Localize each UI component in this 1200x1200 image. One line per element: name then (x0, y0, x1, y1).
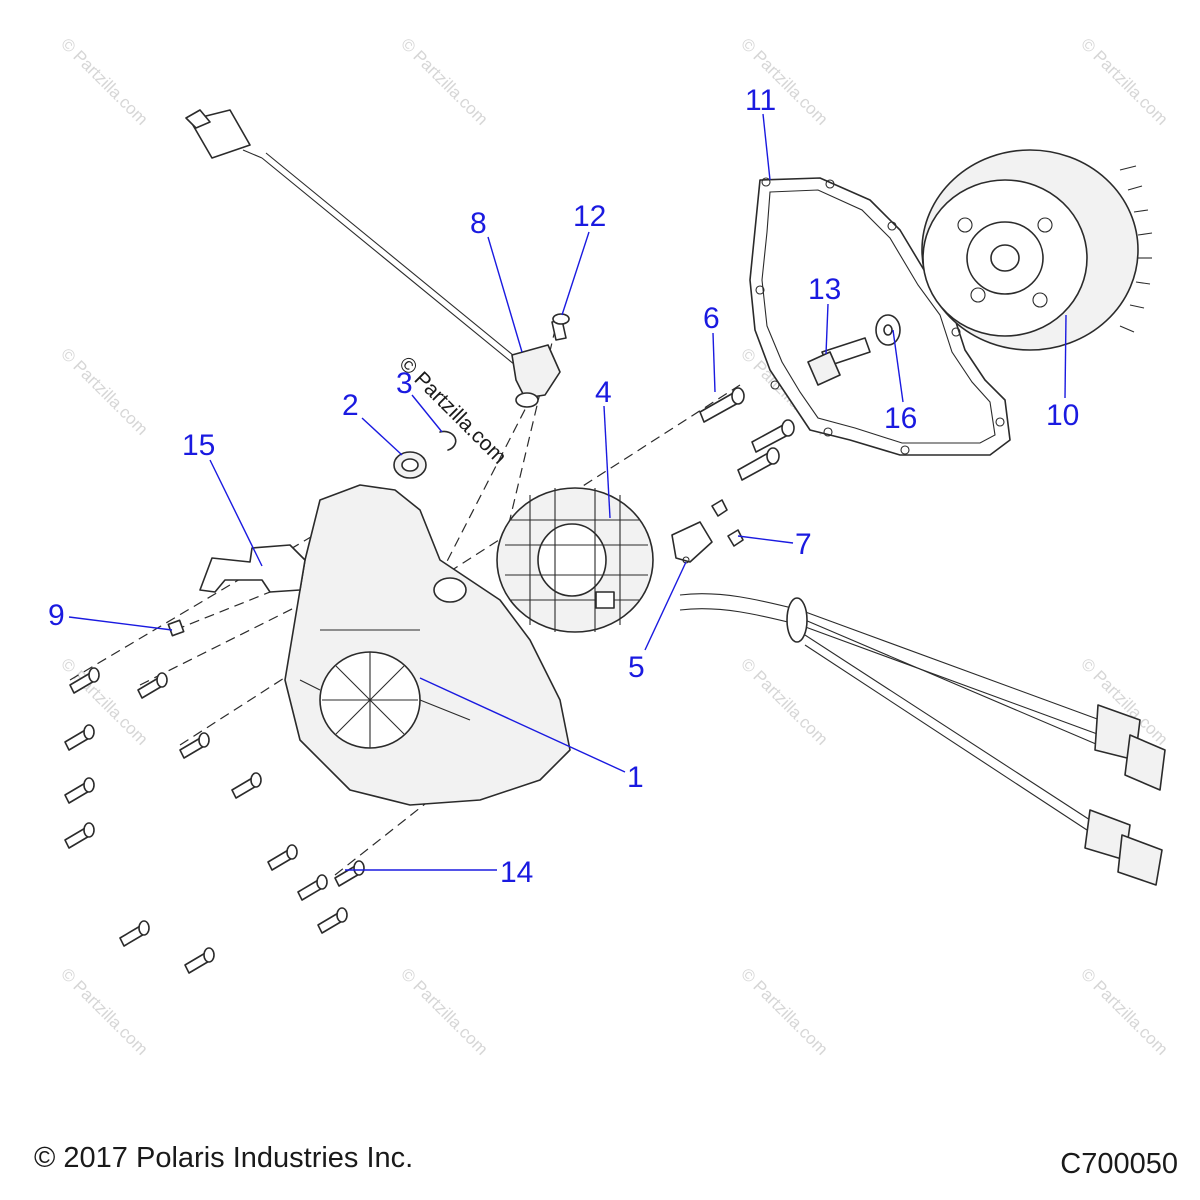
wire-clip (167, 619, 185, 637)
screw-12 (551, 313, 570, 341)
callout-9: 9 (48, 599, 65, 632)
callout-14: 14 (500, 856, 533, 889)
callout-2: 2 (342, 389, 359, 422)
watermark: © Partzilla.com (397, 34, 491, 128)
callout-5: 5 (628, 651, 645, 684)
diagram-code: C700050 (1060, 1148, 1178, 1180)
leader-lines (68, 113, 1067, 871)
callout-15: 15 (182, 429, 215, 462)
watermark: © Partzilla.com (737, 964, 831, 1058)
watermark: © Partzilla.com (1077, 34, 1171, 128)
callout-6: 6 (703, 302, 720, 335)
watermark: © Partzilla.com (57, 344, 151, 438)
callout-1: 1 (627, 761, 644, 794)
callout-7: 7 (795, 528, 812, 561)
callout-3: 3 (396, 367, 413, 400)
stator-bracket (671, 521, 713, 564)
stator-wiring-harness (679, 593, 1166, 886)
callout-8: 8 (470, 207, 487, 240)
callout-13: 13 (808, 273, 841, 306)
copyright-notice: © 2017 Polaris Industries Inc. (34, 1142, 414, 1174)
watermark: © Partzilla.com (1077, 964, 1171, 1058)
snap-ring (439, 430, 457, 451)
flywheel-bolt (807, 337, 871, 386)
screw-7 (711, 499, 744, 547)
cover-gasket (749, 177, 1011, 456)
watermark: © Partzilla.com (397, 964, 491, 1058)
stator (496, 487, 654, 633)
cover-bolts (64, 667, 365, 974)
washer (875, 314, 901, 346)
bearing (393, 451, 427, 479)
speed-sensor-harness (185, 109, 561, 408)
flywheel (921, 149, 1153, 351)
watermark: © Partzilla.com (57, 654, 151, 748)
generator-cover (284, 484, 571, 806)
watermark: © Partzilla.com (57, 964, 151, 1058)
bolts-6 (699, 387, 795, 481)
watermark: © Partzilla.com (737, 654, 831, 748)
harness-bracket (199, 544, 306, 593)
callout-16: 16 (884, 402, 917, 435)
watermark: © Partzilla.com (57, 34, 151, 128)
callout-12: 12 (573, 200, 606, 233)
callout-4: 4 (595, 376, 612, 409)
callout-labels: 1 2 3 4 5 6 7 8 9 10 11 12 13 14 15 16 (48, 84, 1079, 889)
callout-11: 11 (745, 84, 776, 117)
callout-10: 10 (1046, 399, 1079, 432)
